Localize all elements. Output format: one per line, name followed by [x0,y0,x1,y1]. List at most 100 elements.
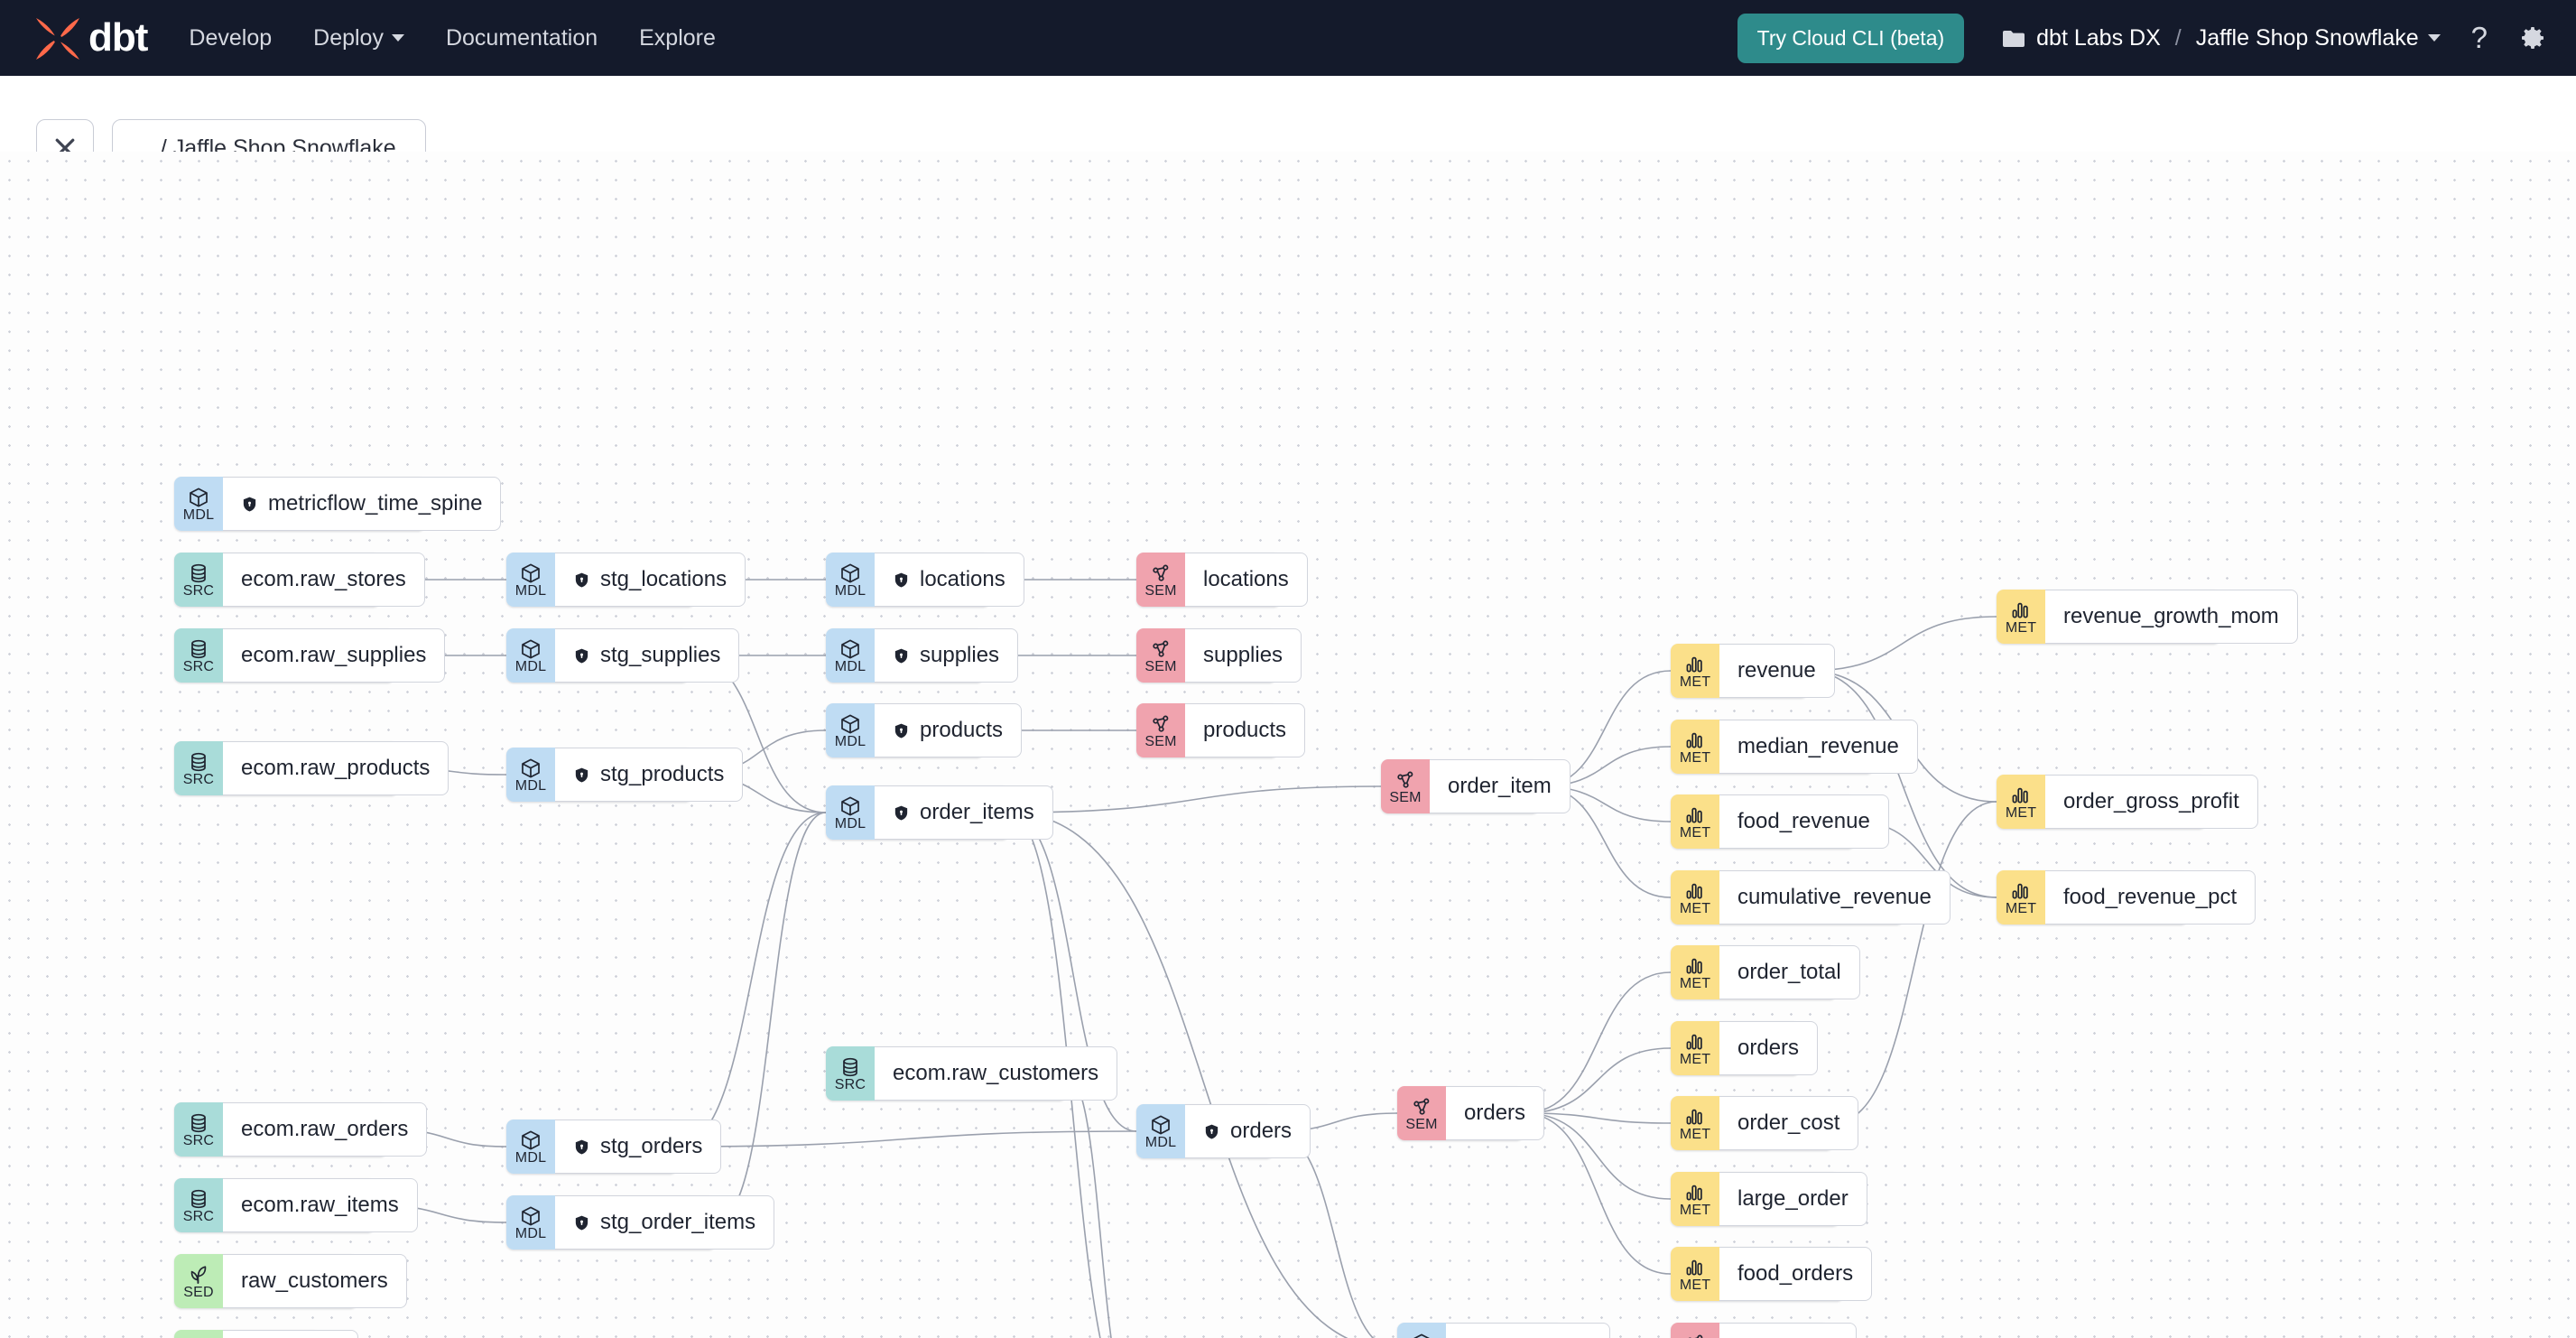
node-type-code: SEM [1144,734,1177,750]
node-type-code: MDL [834,816,866,832]
sprout-icon [190,1266,207,1284]
node-label: raw_customers [241,1268,388,1293]
lineage-node-raw_customers[interactable]: SED raw_customers [174,1254,407,1308]
lineage-node-order_items_mdl[interactable]: MDL order_items [826,785,1053,840]
lineage-edge [1008,812,1101,1338]
node-type-code: MDL [834,659,866,675]
project-selector[interactable]: Jaffle Shop Snowflake [2196,25,2441,51]
node-label: order_gross_profit [2063,789,2239,813]
help-button[interactable]: ? [2471,21,2488,55]
node-body: ecom.raw_orders [223,1102,428,1157]
nav-item-documentation[interactable]: Documentation [446,25,598,51]
node-type-code: MET [1679,976,1711,992]
node-type-code: MET [2005,805,2037,822]
lineage-edge [1523,1047,1672,1114]
node-body: cumulative_revenue [1719,870,1951,925]
node-body: supplies [1185,628,1302,683]
shield-icon [894,572,908,587]
node-label: orders [1737,1036,1800,1060]
node-type-badge: MDL [506,1120,555,1174]
settings-button[interactable] [2518,23,2547,52]
graph-nodes-icon [1153,715,1169,732]
nav-item-deploy[interactable]: Deploy [313,25,404,51]
lineage-node-locations_mdl[interactable]: MDL locations [826,553,1024,607]
lineage-node-locations_sem[interactable]: SEM locations [1136,553,1308,607]
lineage-node-orders_met[interactable]: MET orders [1671,1021,1819,1075]
node-label: orders [1464,1101,1526,1125]
node-body: stg_order_items [555,1195,775,1250]
node-type-badge: SEM [1671,1323,1719,1338]
question-mark-icon: ? [2470,21,2488,54]
node-body: order_items [875,785,1053,840]
bar-chart-icon [1686,656,1702,673]
cube-icon [841,796,859,816]
node-type-badge: MET [1671,794,1719,849]
lineage-edge [1065,1073,1112,1338]
node-type-badge: MET [1671,1021,1719,1075]
node-type-badge: MDL [506,553,555,607]
lineage-edge [1832,801,1997,1124]
try-cloud-cli-button[interactable]: Try Cloud CLI (beta) [1737,13,1965,63]
node-body: revenue_growth_mom [2045,590,2298,644]
node-body: large_order [1719,1172,1867,1226]
node-type-code: SEM [1144,583,1177,599]
shield-icon [894,648,908,663]
lineage-node-customers_mdl[interactable]: MDLcustomers [1397,1323,1610,1338]
node-type-code: MDL [1144,1135,1177,1151]
lineage-node-order_gross_profit_met[interactable]: MET order_gross_profit [1997,775,2258,829]
node-type-code: MDL [514,583,547,599]
nav-label-explore: Explore [639,24,716,51]
node-type-badge: MDL [826,553,875,607]
account-name[interactable]: dbt Labs DX [2036,24,2161,51]
node-label: locations [920,567,1005,591]
node-type-badge: SRC [174,741,223,795]
lineage-node-order_total_met[interactable]: MET order_total [1671,945,1860,999]
nav-item-explore[interactable]: Explore [639,25,716,51]
node-body: customers [1446,1323,1610,1338]
node-type-code: SED [183,1285,214,1301]
node-type-badge: MDL [506,748,555,802]
node-body: order_total [1719,945,1860,999]
cube-icon [522,1130,540,1150]
dbt-logo[interactable]: dbt [32,14,148,61]
nav-item-develop[interactable]: Develop [189,25,272,51]
node-body: locations [1185,553,1308,607]
breadcrumb-separator: / [2174,24,2182,51]
lineage-node-customers_sem[interactable]: SEMcustomers [1671,1323,1857,1338]
node-type-code: SRC [182,772,215,788]
lineage-edge [1008,785,1382,813]
dbt-wordmark: dbt [88,15,148,60]
bar-chart-icon [1686,1185,1702,1201]
node-body: order_gross_profit [2045,775,2258,829]
